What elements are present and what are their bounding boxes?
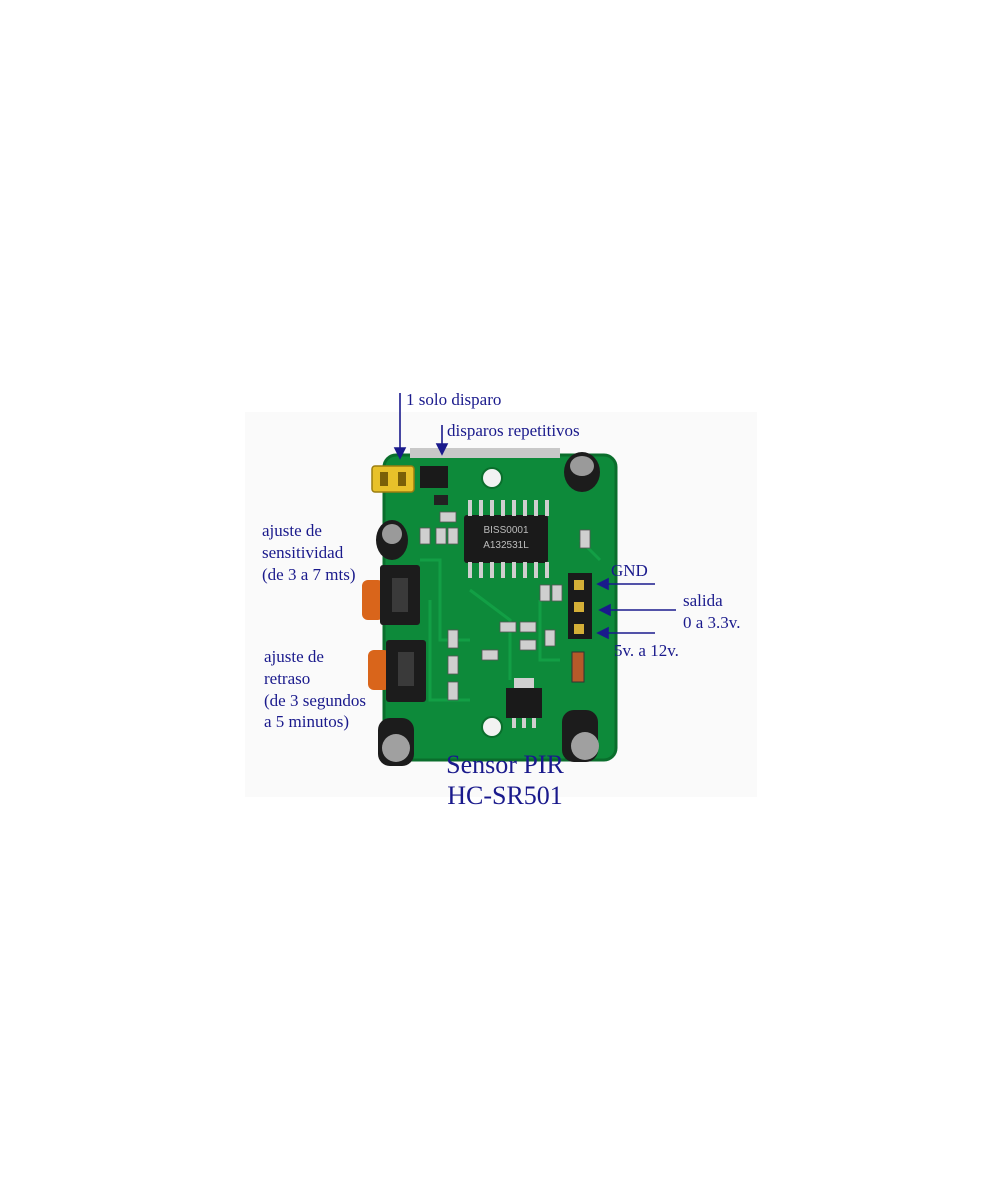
voltage-regulator bbox=[506, 678, 542, 728]
caption-line2: HC-SR501 bbox=[447, 781, 563, 810]
top-connector-strip bbox=[410, 448, 560, 458]
label-delay-line4: a 5 minutos) bbox=[264, 712, 349, 731]
chip-marking-2: A132531L bbox=[483, 540, 529, 551]
label-power: 5v. a 12v. bbox=[614, 641, 679, 660]
label-sensitivity-line2: sensitividad bbox=[262, 543, 344, 562]
label-delay-line2: retraso bbox=[264, 669, 311, 688]
label-repeat-trigger: disparos repetitivos bbox=[447, 421, 580, 440]
trigger-pins bbox=[420, 466, 448, 488]
label-sensitivity-line3: (de 3 a 7 mts) bbox=[262, 565, 356, 584]
sensitivity-potentiometer bbox=[362, 565, 420, 625]
label-output-line1: salida bbox=[683, 591, 723, 610]
label-delay-line3: (de 3 segundos bbox=[264, 691, 366, 710]
smd-components bbox=[419, 511, 591, 701]
caption-line1: Sensor PIR bbox=[446, 750, 564, 779]
label-gnd: GND bbox=[611, 561, 648, 580]
label-output-line2: 0 a 3.3v. bbox=[683, 613, 741, 632]
diode bbox=[571, 651, 585, 683]
pin-header bbox=[568, 573, 592, 639]
capacitor-bottom-right bbox=[562, 710, 599, 762]
delay-potentiometer bbox=[368, 640, 426, 702]
capacitor-bottom-left bbox=[378, 718, 414, 766]
annotation-arrows bbox=[393, 393, 676, 640]
chip-marking-1: BISS0001 bbox=[483, 525, 528, 536]
label-sensitivity-line1: ajuste de bbox=[262, 521, 322, 540]
label-single-trigger: 1 solo disparo bbox=[406, 390, 502, 409]
trigger-jumper bbox=[371, 465, 415, 493]
label-delay-line1: ajuste de bbox=[264, 647, 324, 666]
mounting-hole bbox=[481, 467, 503, 489]
mounting-hole bbox=[481, 716, 503, 738]
biss0001-chip: BISS0001 A132531L bbox=[464, 500, 549, 578]
